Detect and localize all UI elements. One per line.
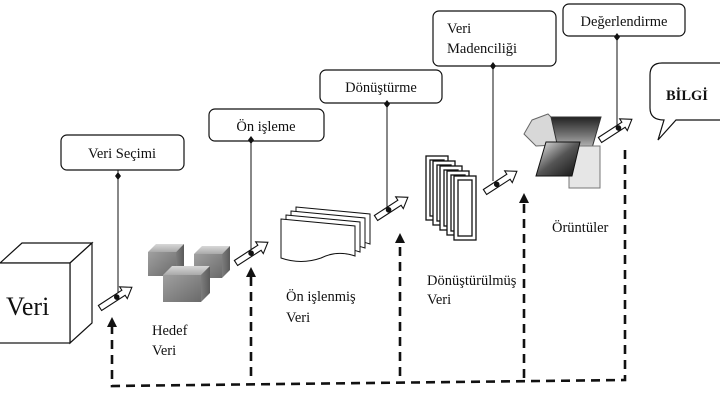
- patterns-label: Örüntüler: [552, 219, 609, 236]
- data-label: Veri: [6, 292, 49, 321]
- process-arrow-3: [373, 196, 409, 222]
- feedback-loop: [107, 150, 627, 388]
- diamond-marker: [384, 100, 390, 108]
- connector-dot: [493, 181, 500, 188]
- diamond-marker: [248, 136, 254, 144]
- transformed-data-label-line1: Dönüştürülmüş: [427, 273, 517, 289]
- step-mining: Veri Madenciliği: [432, 10, 557, 181]
- diamond-marker: [490, 62, 496, 70]
- step-box-selection: [60, 134, 185, 171]
- patterns-shapes-icon: [523, 113, 602, 189]
- transformed-data-frames-icon: [425, 155, 477, 241]
- step-preprocessing: Ön işleme: [208, 108, 325, 250]
- preprocessed-data-pages-icon: [280, 206, 371, 262]
- connector-dot: [113, 294, 120, 300]
- process-arrow-5: [597, 118, 633, 144]
- target-data-blocks-icon: [148, 244, 230, 302]
- step-label-mining-line1: Veri: [447, 21, 471, 37]
- step-label-preprocessing: Ön işleme: [236, 118, 295, 135]
- step-selection: Veri Seçimi: [60, 134, 185, 298]
- knowledge-label: BİLGİ: [666, 87, 708, 104]
- diamond-marker: [614, 33, 620, 41]
- step-box-preprocessing: [208, 108, 325, 142]
- step-box-transformation: [319, 69, 443, 104]
- preprocessed-data-label-line1: Ön işlenmiş: [286, 288, 356, 305]
- step-label-evaluation: Değerlendirme: [581, 14, 668, 30]
- target-data-label-line1: Hedef: [152, 323, 188, 339]
- step-label-transformation: Dönüştürme: [345, 80, 417, 96]
- step-label-selection: Veri Seçimi: [88, 146, 156, 162]
- process-arrow-1: [97, 286, 133, 312]
- transformed-data-label-line2: Veri: [427, 292, 451, 308]
- data-cube: Veri: [0, 241, 94, 345]
- process-arrow-2: [233, 241, 269, 267]
- process-arrow-4: [482, 170, 518, 196]
- target-data-label-line2: Veri: [152, 343, 176, 359]
- feedback-main-line: [107, 150, 627, 388]
- knowledge-callout: BİLGİ: [649, 62, 720, 141]
- step-box-evaluation: [562, 3, 686, 37]
- step-box-mining: [432, 10, 557, 67]
- step-label-mining-line2: Madenciliği: [447, 41, 517, 57]
- step-transformation: Dönüştürme: [319, 69, 443, 208]
- connector-dot: [385, 207, 392, 213]
- connector-dot: [615, 125, 622, 131]
- diamond-marker: [115, 172, 121, 180]
- connector-dot: [248, 250, 254, 256]
- preprocessed-data-label-line2: Veri: [286, 310, 310, 326]
- step-evaluation: Değerlendirme: [562, 3, 686, 130]
